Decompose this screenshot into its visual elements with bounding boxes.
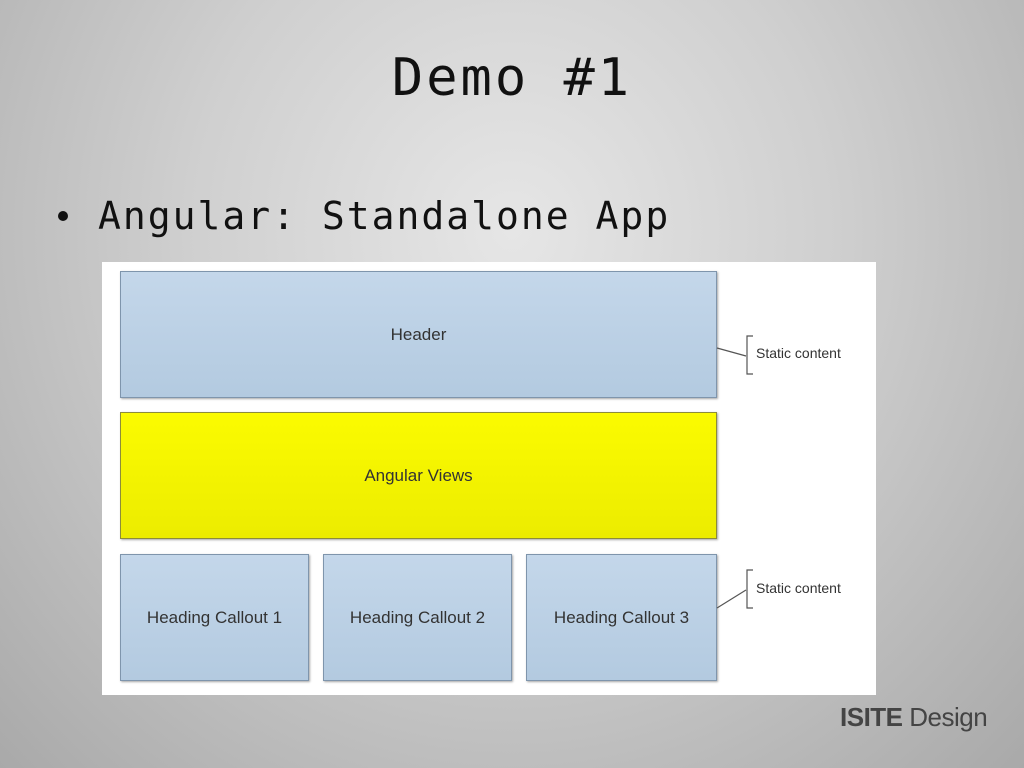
bullet-text: Angular: Standalone App [98, 194, 671, 238]
static-content-brackets [716, 335, 753, 609]
static-content-label-bottom: Static content [756, 580, 841, 596]
slide-title: Demo #1 [391, 48, 633, 108]
logo-part-isite: ISITE [840, 702, 903, 732]
static-content-label-top: Static content [756, 345, 841, 361]
bottom-bracket-icon [716, 569, 753, 609]
heading-callout-1-box: Heading Callout 1 [120, 554, 309, 681]
heading-callout-2-box: Heading Callout 2 [323, 554, 512, 681]
angular-views-box: Angular Views [120, 412, 717, 539]
logo-part-design: Design [909, 702, 988, 732]
bullet-item: Angular: Standalone App [58, 192, 670, 240]
heading-callout-3-box: Heading Callout 3 [526, 554, 717, 681]
header-box: Header [120, 271, 717, 398]
layout-diagram: Header Angular Views Heading Callout 1 H… [102, 262, 876, 695]
isite-design-logo: ISITE Design [840, 702, 988, 733]
top-bracket-icon [716, 335, 753, 375]
bullet-dot-icon [58, 211, 68, 221]
